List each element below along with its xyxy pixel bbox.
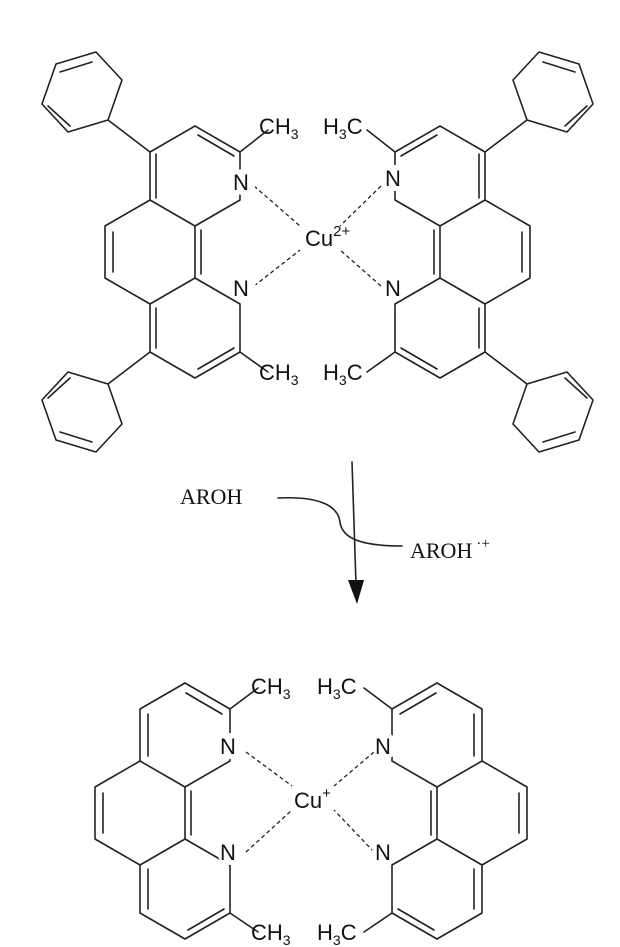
top-right-phenanthroline: [366, 51, 594, 453]
top-left-methyl2-label: CH3: [259, 360, 299, 388]
reaction-arrow-head: [348, 580, 364, 604]
top-left-n1-label: N: [233, 170, 249, 195]
bottom-metal-label: Cu+: [294, 785, 331, 813]
product-label: AROH·+: [410, 536, 490, 563]
bottom-left-methyl2-label: CH3: [251, 920, 291, 947]
top-metal-label: Cu2+: [305, 223, 350, 251]
bottom-right-n2-label: N: [375, 840, 391, 865]
reactant-label: AROH: [180, 484, 242, 509]
bottom-left-methyl1-label: CH3: [251, 674, 291, 702]
top-right-n2-label: N: [385, 276, 401, 301]
top-coordination-bonds: [253, 185, 382, 287]
top-left-n2-label: N: [233, 276, 249, 301]
bottom-right-phenanthroline: [363, 682, 528, 940]
top-right-methyl2-label: H3C: [323, 360, 363, 388]
bottom-complex: N N N N Cu+ CH3 CH3 H3C H3C: [94, 674, 528, 947]
reaction-arrow-shaft: [351, 461, 357, 585]
curved-electron-arrow: [277, 496, 403, 547]
top-right-methyl1-label: H3C: [323, 114, 363, 142]
bottom-right-methyl1-label: H3C: [317, 674, 357, 702]
top-complex: N N N N Cu2+ CH3 CH3 H3C H3C: [41, 51, 594, 453]
bottom-left-phenanthroline: [94, 682, 259, 940]
bottom-right-methyl2-label: H3C: [317, 920, 357, 947]
bottom-left-n2-label: N: [220, 840, 236, 865]
top-left-methyl1-label: CH3: [259, 114, 299, 142]
reaction-arrow-group: AROH AROH·+: [180, 461, 490, 604]
bottom-left-n1-label: N: [220, 734, 236, 759]
top-left-phenanthroline: [41, 51, 269, 453]
bottom-right-n1-label: N: [375, 734, 391, 759]
top-right-n1-label: N: [385, 166, 401, 191]
bottom-coordination-bonds: [245, 751, 375, 853]
